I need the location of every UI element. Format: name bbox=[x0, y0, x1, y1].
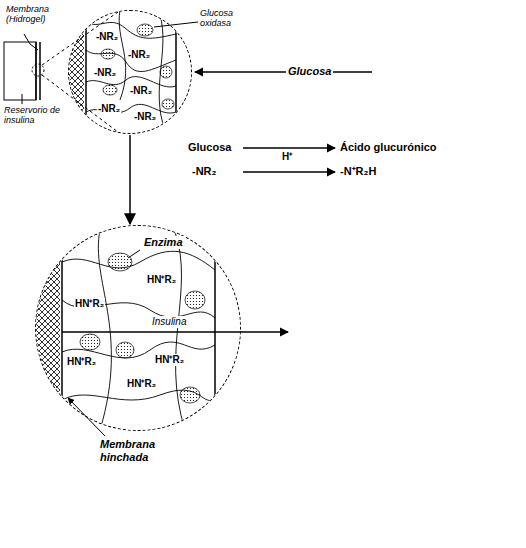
callout-label: Membrana hinchada bbox=[100, 438, 180, 463]
callout-label: Glucosa bbox=[286, 65, 333, 78]
membrane-detail bbox=[60, 0, 176, 150]
amine-group: -NR₂ bbox=[129, 85, 153, 97]
amine-group: HN⁺R₂ bbox=[74, 298, 105, 310]
amine-group: -NR₂ bbox=[127, 49, 151, 61]
callout-label: Glucosa bbox=[188, 141, 231, 154]
amine-group: -NR₂ bbox=[97, 103, 121, 115]
swollen-membrane-detail bbox=[30, 220, 215, 440]
callout-label: -NR₂ bbox=[192, 165, 216, 178]
callout-label: -N⁺R₂H bbox=[340, 165, 376, 178]
callout-label: Membrana (Hidrogel) bbox=[6, 4, 70, 25]
callout-label: Enzima bbox=[142, 236, 185, 249]
amine-group: HN⁺R₂ bbox=[154, 354, 185, 366]
amine-group: HN⁺R₂ bbox=[66, 356, 97, 368]
amine-group: HN⁺R₂ bbox=[146, 274, 177, 286]
zoom-circle: -NR₂ -NR₂ -NR₂ -NR₂ -NR₂ -NR₂ bbox=[68, 10, 192, 134]
amine-group: -NR₂ bbox=[93, 67, 117, 79]
flow-arrows bbox=[62, 72, 372, 332]
flow-arrow bbox=[129, 135, 131, 224]
callout-label: H⁺ bbox=[282, 151, 292, 163]
amine-group: HN⁺R₂ bbox=[126, 378, 157, 390]
amine-group: -NR₂ bbox=[133, 111, 157, 123]
callout-label: Insulina bbox=[150, 316, 188, 328]
callout-label: Reservorio de insulina bbox=[4, 105, 66, 126]
callout-label: Ácido glucurónico bbox=[340, 141, 437, 154]
zoom-circle: HN⁺R₂ HN⁺R₂ HN⁺R₂ HN⁺R₂ HN⁺R₂ bbox=[35, 225, 241, 431]
amine-group: -NR₂ bbox=[95, 31, 119, 43]
callout-label: Glucosa oxidasa bbox=[200, 8, 260, 29]
